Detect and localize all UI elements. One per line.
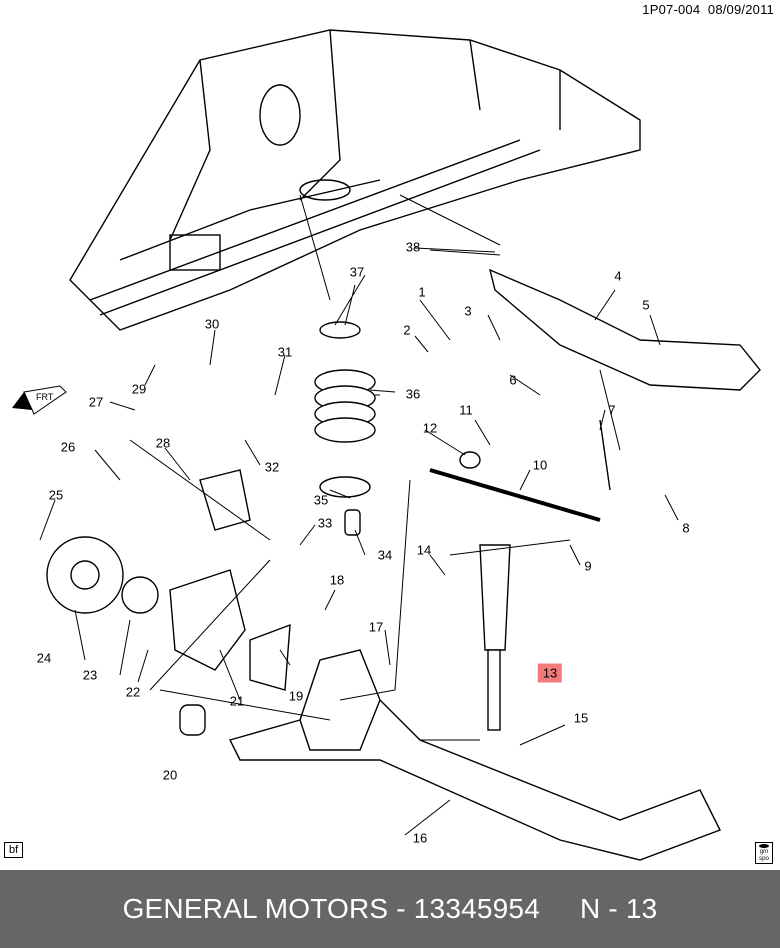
diagram-code: 1P07-004 <box>642 2 701 17</box>
callout-8: 8 <box>682 520 690 536</box>
callout-30: 30 <box>204 316 220 332</box>
callout-24: 24 <box>36 650 52 666</box>
callout-19: 19 <box>288 688 304 704</box>
frame-body-drawing <box>69 29 641 331</box>
callout-27: 27 <box>88 394 104 410</box>
callout-4: 4 <box>614 268 622 284</box>
part-7-link <box>599 419 611 491</box>
callout-7: 7 <box>608 402 616 418</box>
callout-37: 37 <box>349 264 365 280</box>
callout-9: 9 <box>584 558 592 574</box>
callout-34: 34 <box>377 547 393 563</box>
parts-drawing <box>46 268 761 861</box>
front-direction-icon: FRT <box>12 385 67 415</box>
part-13-shock-absorber <box>479 544 511 651</box>
callout-20: 20 <box>162 767 178 783</box>
callout-18: 18 <box>329 572 345 588</box>
callout-26: 26 <box>60 439 76 455</box>
frt-label: FRT <box>36 392 54 402</box>
callout-15: 15 <box>573 710 589 726</box>
callout-32: 32 <box>264 459 280 475</box>
suspension-exploded-diagram <box>39 29 761 861</box>
callout-13: 13 <box>537 663 563 683</box>
callout-16: 16 <box>412 830 428 846</box>
part-21-backing-plate <box>169 569 246 671</box>
part-12-bushing <box>459 451 481 469</box>
callout-12: 12 <box>422 420 438 436</box>
diagram-header: 1P07-004 08/09/2011 <box>642 2 774 17</box>
part-36-coil-spring <box>314 369 376 443</box>
callout-5: 5 <box>642 297 650 313</box>
callout-11: 11 <box>459 402 473 418</box>
part-19-plate <box>249 623 291 691</box>
part-4-crossmember <box>488 268 761 391</box>
callout-2: 2 <box>403 322 411 338</box>
part-10-trailing-link <box>429 468 601 522</box>
callout-17: 17 <box>368 619 384 635</box>
part-34-bumper <box>344 509 361 536</box>
callout-35: 35 <box>313 492 329 508</box>
part-28-caliper <box>199 469 251 531</box>
callout-36: 36 <box>405 386 421 402</box>
footer-part-text: GENERAL MOTORS - 13345954 <box>122 893 540 924</box>
part-35-insulator <box>319 476 371 498</box>
part-23-hub-bearing <box>121 576 159 614</box>
bf-badge: bf <box>4 842 24 858</box>
callout-23: 23 <box>82 667 98 683</box>
callout-38: 38 <box>405 239 421 255</box>
callout-25: 25 <box>48 487 64 503</box>
callout-3: 3 <box>464 303 472 319</box>
callout-21: 21 <box>229 693 245 709</box>
footer-ref: N - 13 <box>579 893 658 924</box>
callout-33: 33 <box>317 515 333 531</box>
part-20-bushing <box>179 704 206 736</box>
diagram-date: 08/09/2011 <box>707 2 774 17</box>
callout-14: 14 <box>416 542 432 558</box>
callout-29: 29 <box>131 381 147 397</box>
part-37-spring-seat <box>319 321 361 339</box>
footer-bar: GENERAL MOTORS - 13345954 N - 13 <box>0 870 780 948</box>
callout-31: 31 <box>277 344 293 360</box>
callout-6: 6 <box>509 372 517 388</box>
leader-lines <box>39 194 679 836</box>
callout-28: 28 <box>155 435 171 451</box>
callout-22: 22 <box>125 684 141 700</box>
callout-10: 10 <box>532 457 548 473</box>
callout-1: 1 <box>418 284 426 300</box>
